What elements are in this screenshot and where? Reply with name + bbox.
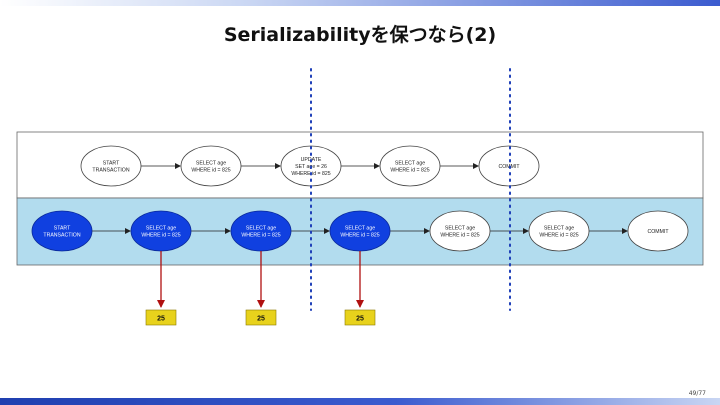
result-box [344, 309, 376, 326]
node-ellipse [528, 210, 590, 252]
node-label-line: SELECT age [146, 225, 176, 231]
node-label-line: SELECT age [246, 225, 276, 231]
node-label-line: SELECT age [395, 160, 425, 166]
top-accent-bar [0, 0, 720, 6]
node-label-line: TRANSACTION [43, 232, 80, 238]
slide-title: Serializabilityを保つなら(2) [223, 24, 497, 46]
result-value-box: 25 [344, 309, 376, 326]
bottom-accent-bar [0, 398, 720, 405]
result-value: 25 [356, 316, 364, 323]
node-label-line: WHERE id = 825 [539, 232, 578, 238]
node-label-line: TRANSACTION [92, 167, 129, 173]
node-label-line: COMMIT [647, 229, 669, 235]
node-ellipse [429, 210, 491, 252]
node-label-line: SELECT age [196, 160, 226, 166]
page-number: 49/77 [688, 390, 706, 397]
node-label-line: SELECT age [544, 225, 574, 231]
node-label-line: WHERE id = 825 [390, 167, 429, 173]
node-label-line: WHERE id = 825 [141, 232, 180, 238]
node-ellipse [80, 145, 142, 187]
node-label-line: SELECT age [345, 225, 375, 231]
node-label-line: WHERE id = 825 [340, 232, 379, 238]
result-value: 25 [157, 316, 165, 323]
result-box [245, 309, 277, 326]
bottom-node-7: COMMIT [627, 210, 689, 252]
node-ellipse [180, 145, 242, 187]
result-value-box: 25 [145, 309, 177, 326]
node-label-line: WHERE id = 825 [440, 232, 479, 238]
result-value: 25 [257, 316, 265, 323]
node-ellipse [379, 145, 441, 187]
node-ellipse [627, 210, 689, 252]
node-label-line: START [103, 160, 120, 166]
node-label-line: WHERE id = 825 [191, 167, 230, 173]
result-value-box: 25 [245, 309, 277, 326]
node-label-line: START [54, 225, 71, 231]
node-label-line: WHERE id = 825 [241, 232, 280, 238]
node-label-line: SELECT age [445, 225, 475, 231]
result-box [145, 309, 177, 326]
node-ellipse [31, 210, 93, 252]
